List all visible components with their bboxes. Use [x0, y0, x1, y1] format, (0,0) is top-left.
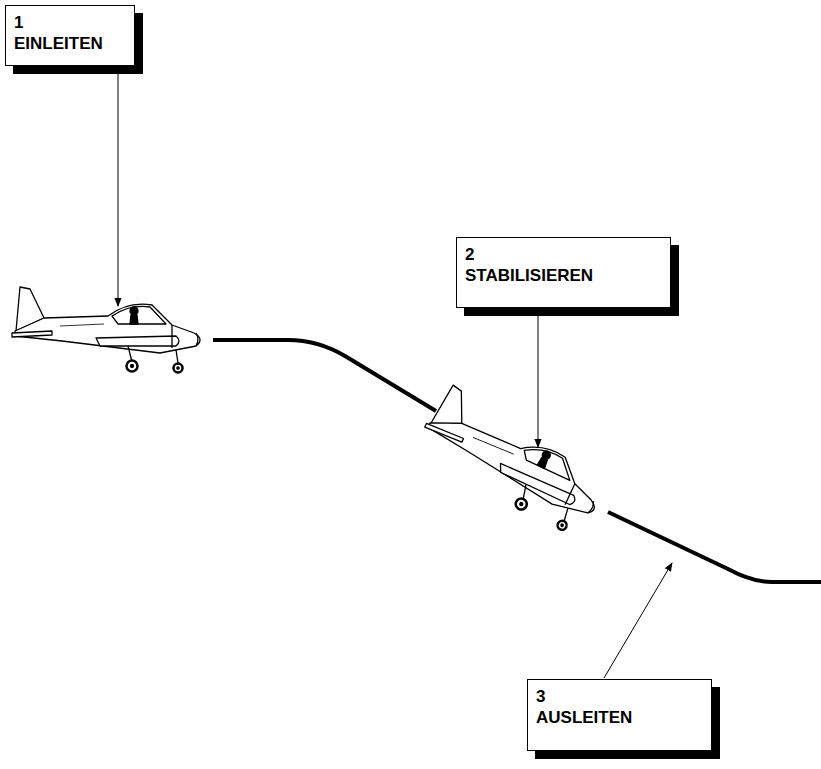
aircraft-descending: [410, 382, 617, 539]
leader-arrow: [538, 308, 539, 447]
callout-number: 1: [14, 12, 126, 33]
callout-box: 2STABILISIEREN: [456, 237, 671, 308]
callout-label: AUSLEITEN: [536, 707, 703, 728]
callout-number: 2: [465, 244, 662, 265]
aircraft-level: [12, 287, 200, 373]
callout-label: EINLEITEN: [14, 33, 126, 54]
callout-box: 3AUSLEITEN: [527, 679, 712, 751]
callout-box: 1EINLEITEN: [5, 5, 135, 66]
leader-arrow: [604, 563, 672, 678]
flight-path: [213, 340, 436, 411]
leader-arrow: [118, 66, 119, 306]
flight-path: [608, 512, 821, 582]
callout-number: 3: [536, 686, 703, 707]
callout-label: STABILISIEREN: [465, 265, 662, 286]
